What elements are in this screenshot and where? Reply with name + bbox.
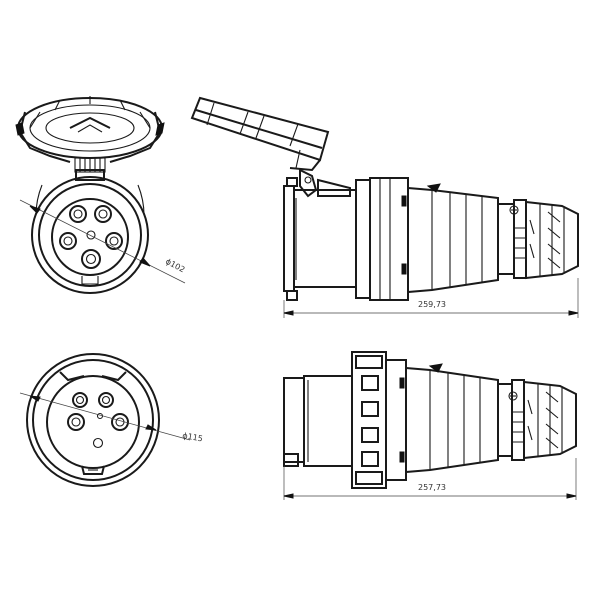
socket-body: [355, 177, 579, 301]
socket-side-view: 259,73: [190, 96, 579, 318]
plug-length-dimension: 257,73: [283, 458, 577, 500]
socket-hinge: [74, 157, 106, 181]
socket-lid-front: [15, 96, 165, 163]
socket-length-label: 259,73: [418, 300, 446, 309]
plug-front-view: ϕ115: [19, 353, 204, 487]
socket-diameter-label: ϕ102: [164, 257, 186, 275]
socket-length-dimension: 259,73: [283, 278, 579, 318]
plug-side-view: 257,73: [283, 351, 577, 500]
socket-lid-side: [190, 96, 330, 198]
plug-body: [351, 351, 577, 489]
plug-length-label: 257,73: [418, 483, 446, 492]
plug-diameter-label: ϕ115: [182, 431, 204, 443]
plug-diameter-dimension: ϕ115: [19, 392, 204, 444]
socket-front-view: ϕ102: [15, 96, 186, 294]
socket-pin-holes: [59, 205, 123, 269]
